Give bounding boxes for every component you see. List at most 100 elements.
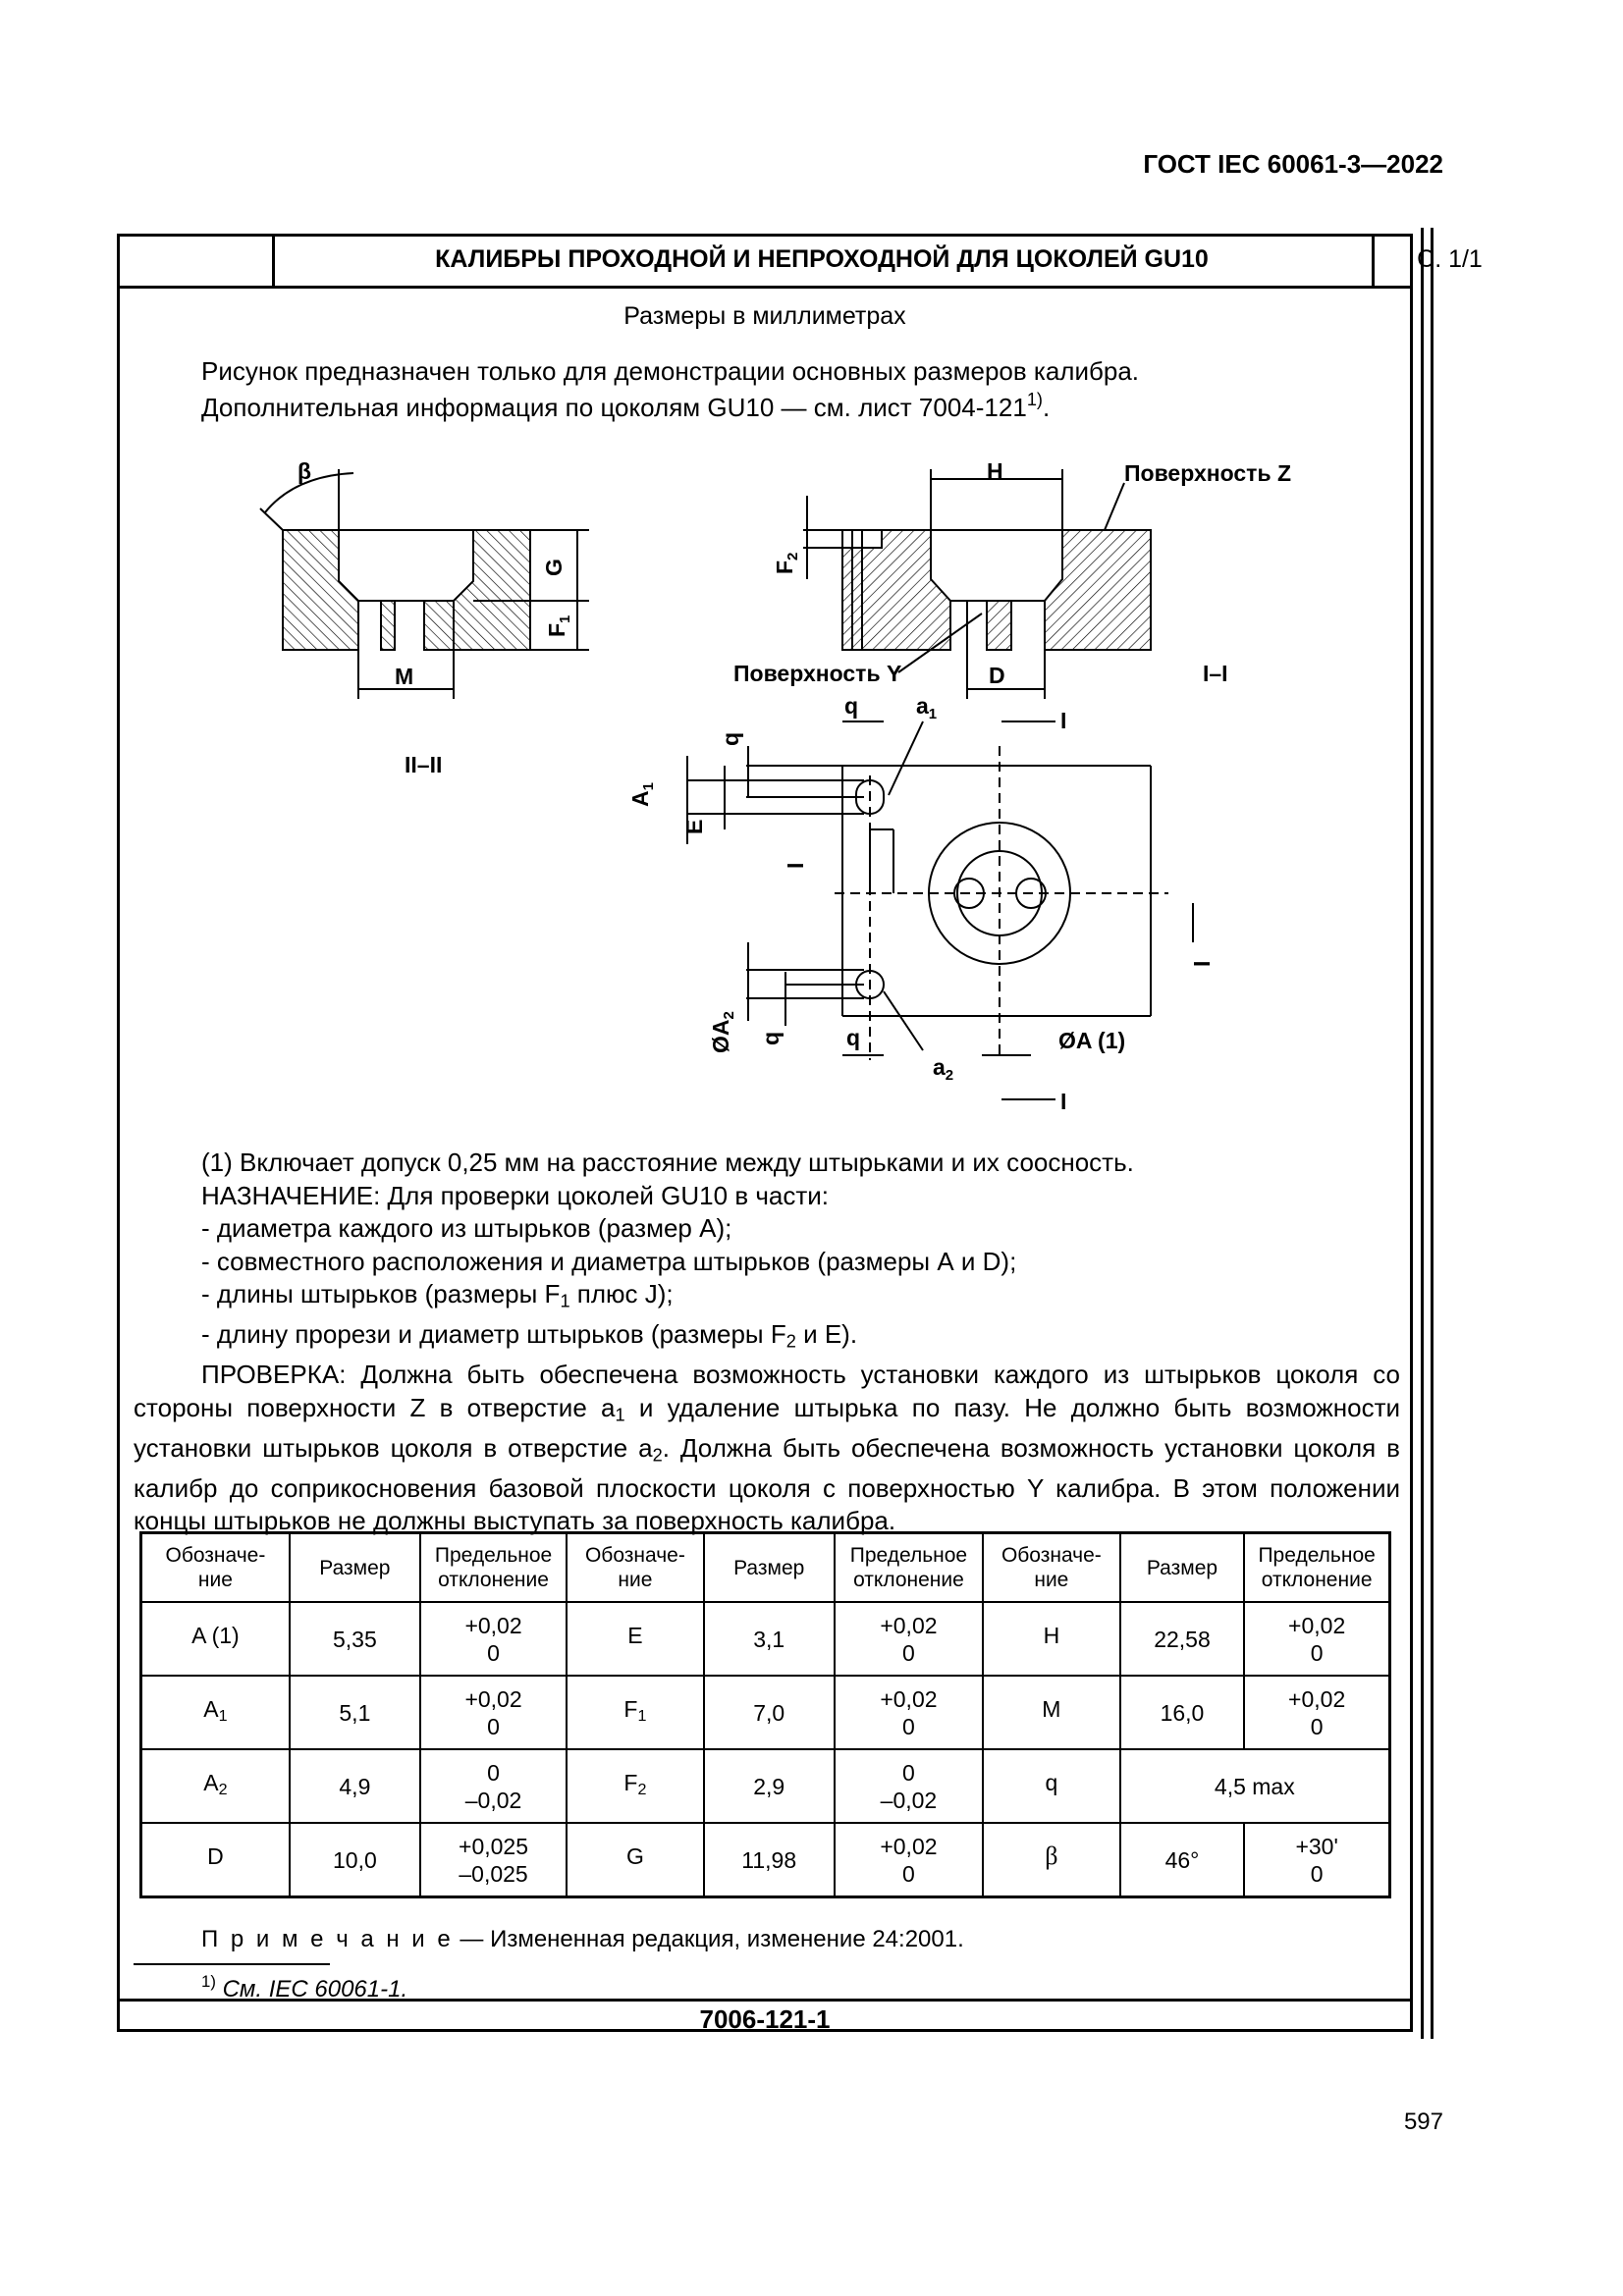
- header-size: Размер: [702, 1531, 836, 1603]
- purpose-item-4: - длину прорези и диаметр штырьков (разм…: [201, 1319, 858, 1352]
- cell-size: 5,35: [288, 1601, 421, 1677]
- label-I-top: I: [1060, 708, 1066, 733]
- label-A2: ØA2: [708, 1011, 737, 1053]
- cell-symbol: M: [982, 1675, 1121, 1750]
- cell-size-merged: 4,5 max: [1118, 1748, 1391, 1824]
- label-A1: A1: [627, 782, 657, 807]
- title-bar: КАЛИБРЫ ПРОХОДНОЙ И НЕПРОХОДНОЙ ДЛЯ ЦОКО…: [117, 234, 1483, 289]
- margin-line: [1421, 228, 1424, 2039]
- cell-size: 46°: [1118, 1822, 1246, 1898]
- cell-symbol: F2: [566, 1748, 705, 1824]
- label-beta: β: [298, 458, 311, 484]
- change-note: П р и м е ч а н и е — Измененная редакци…: [201, 1926, 964, 1952]
- label-surface-Y: Поверхность Y: [733, 661, 901, 686]
- label-A-dia: ØA (1): [1058, 1028, 1125, 1053]
- cell-size: 22,58: [1118, 1601, 1246, 1677]
- label-E: E: [681, 820, 707, 834]
- label-q-side: q: [718, 732, 743, 746]
- margin-line: [1431, 228, 1434, 2039]
- body-text: (1) Включает допуск 0,25 мм на расстояни…: [134, 1147, 1400, 1538]
- label-I-bottom: I: [1060, 1089, 1066, 1114]
- purpose-item-2: - совместного расположения и диаметра шт…: [201, 1246, 1017, 1276]
- label-I-left: I: [783, 863, 808, 869]
- cell-size: 4,9: [288, 1748, 421, 1824]
- label-F2: F2: [772, 553, 801, 574]
- sheet-title: КАЛИБРЫ ПРОХОДНОЙ И НЕПРОХОДНОЙ ДЛЯ ЦОКО…: [272, 234, 1375, 286]
- intro-line-2: Дополнительная информация по цоколям GU1…: [201, 390, 1051, 422]
- note-1: (1) Включает допуск 0,25 мм на расстояни…: [201, 1148, 1134, 1177]
- footnote-rule: [134, 1963, 330, 1965]
- cell-size: 16,0: [1118, 1675, 1246, 1750]
- sheet-frame: [117, 234, 1413, 2032]
- label-F1: F1: [544, 615, 573, 637]
- label-q-bottom: q: [846, 1025, 860, 1050]
- title-blank-cell: [117, 234, 275, 286]
- cell-size: 10,0: [288, 1822, 421, 1898]
- intro-line-1: Рисунок предназначен только для демонстр…: [201, 356, 1140, 386]
- cell-size: 5,1: [288, 1675, 421, 1750]
- cell-tolerance: 0–0,02: [418, 1748, 568, 1824]
- gauge-drawing: β G F1 M II–II H Поверхность Z F2 Поверх…: [259, 458, 1291, 1114]
- cell-symbol: A (1): [139, 1601, 291, 1677]
- label-section-II: II–II: [405, 752, 442, 777]
- cell-symbol: β: [982, 1822, 1121, 1898]
- cell-size: 11,98: [702, 1822, 836, 1898]
- cell-size: 3,1: [702, 1601, 836, 1677]
- label-section-I: I–I: [1203, 661, 1228, 686]
- cell-size: 7,0: [702, 1675, 836, 1750]
- page-number: 597: [1403, 2109, 1443, 2135]
- header-symbol: Обозначе-ние: [139, 1531, 291, 1603]
- cell-symbol: D: [139, 1822, 291, 1898]
- table-row: A2 4,9 0–0,02 F2 2,9 0–0,02 q 4,5 max: [139, 1748, 1391, 1824]
- header-symbol: Обозначе-ние: [566, 1531, 705, 1603]
- header-size: Размер: [288, 1531, 421, 1603]
- intro-text: Рисунок предназначен только для демонстр…: [201, 353, 1380, 426]
- header-symbol: Обозначе-ние: [982, 1531, 1121, 1603]
- label-I-right: I: [1189, 961, 1215, 967]
- cell-tolerance: +0,025–0,025: [418, 1822, 568, 1898]
- purpose-item-1: - диаметра каждого из штырьков (размер А…: [201, 1213, 732, 1243]
- label-H: H: [987, 458, 1003, 484]
- label-G: G: [541, 559, 567, 576]
- cell-symbol: A2: [139, 1748, 291, 1824]
- label-a2: a2: [933, 1054, 953, 1084]
- label-D: D: [989, 663, 1005, 688]
- cell-symbol: G: [566, 1822, 705, 1898]
- cell-tolerance: 0–0,02: [833, 1748, 985, 1824]
- label-surface-Z: Поверхность Z: [1124, 460, 1291, 486]
- cell-size: 2,9: [702, 1748, 836, 1824]
- label-a1: a1: [916, 693, 937, 722]
- purpose-item-3: - длины штырьков (размеры F1 плюс J);: [201, 1279, 674, 1311]
- footnote: 1) См. IEC 60061-1.: [201, 1971, 408, 2002]
- cell-symbol: H: [982, 1601, 1121, 1677]
- cell-symbol: q: [982, 1748, 1121, 1824]
- standard-designation: ГОСТ IEC 60061-3—2022: [1143, 149, 1443, 179]
- label-q-side-2: q: [758, 1032, 784, 1045]
- header-size: Размер: [1118, 1531, 1246, 1603]
- cell-symbol: A1: [139, 1675, 291, 1750]
- sheet-number: 7006-121-1: [117, 1999, 1413, 2034]
- cell-symbol: E: [566, 1601, 705, 1677]
- cell-symbol: F1: [566, 1675, 705, 1750]
- units-note: Размеры в миллиметрах: [623, 302, 906, 330]
- purpose-heading: НАЗНАЧЕНИЕ: Для проверки цоколей GU10 в …: [201, 1180, 830, 1210]
- label-M: M: [395, 664, 413, 689]
- sheet-page: С. 1/1: [1417, 245, 1483, 273]
- check-paragraph: ПРОВЕРКА: Должна быть обеспечена возможн…: [134, 1360, 1401, 1536]
- cell-tolerance: +30'0: [1243, 1822, 1391, 1898]
